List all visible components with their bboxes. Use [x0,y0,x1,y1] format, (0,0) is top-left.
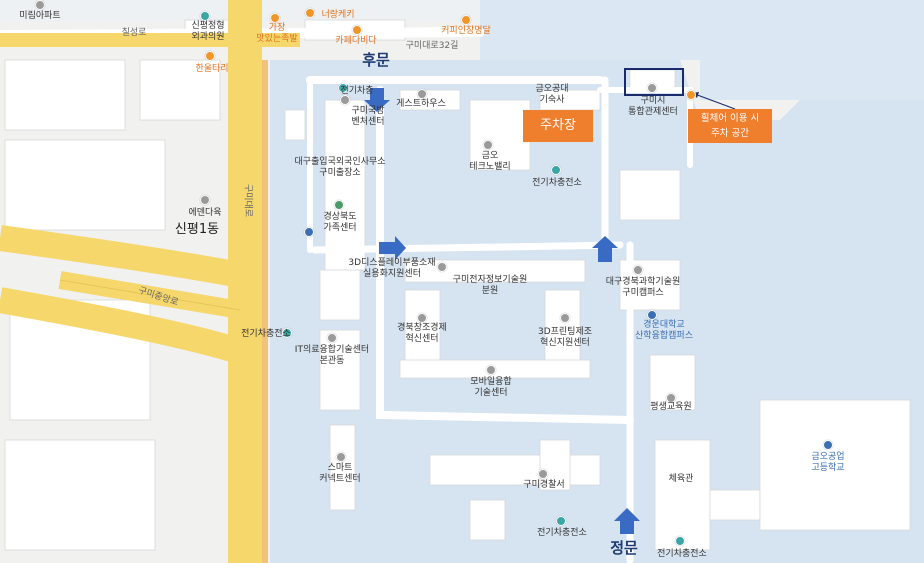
place-label: 한울타리 [195,64,229,74]
ev-charger-icon[interactable] [551,165,561,175]
school-icon[interactable] [823,440,833,450]
place-label: 체육관 [668,474,694,484]
ev-charger-icon[interactable] [338,83,348,93]
place-label: 미림아파트 [19,11,61,21]
restaurant-icon[interactable] [305,8,315,18]
place-label: 커피인장명달 [441,26,491,36]
poi-marker[interactable] [334,200,344,210]
poi-marker[interactable] [200,11,210,21]
control-center-highlight [624,68,684,96]
cafe-icon[interactable] [352,25,362,35]
ev-charger-icon[interactable] [282,328,292,338]
place-label: 전기차충전소 [532,178,582,188]
place-label: 너랑케키 [321,10,355,20]
wheelchair-callout-line1: 휠체어 이용 시 [700,113,760,124]
rear-gate-label: 후문 [362,51,390,69]
parking-icon[interactable] [304,227,314,237]
parking-callout: 주차장 [523,110,593,142]
road-label: 구미대로 [242,183,253,218]
cafe-icon[interactable] [461,15,471,25]
ev-charger-icon[interactable] [675,536,685,546]
poi-marker[interactable] [633,265,643,275]
restaurant-icon[interactable] [270,13,280,23]
poi-marker[interactable] [647,83,657,93]
poi-marker[interactable] [417,313,427,323]
place-label: 전기차충전소 [657,549,707,559]
poi-marker[interactable] [437,262,447,272]
wheelchair-parking-callout: 휠체어 이용 시 주차 공간 [688,109,772,143]
place-label: 평생교육원 [650,402,692,412]
place-label: 구미경찰서 [523,480,565,490]
restaurant-icon[interactable] [205,51,215,61]
accessible-parking-marker[interactable] [686,90,696,100]
university-icon[interactable] [647,310,657,320]
ev-charger-icon[interactable] [556,516,566,526]
poi-marker[interactable] [486,365,496,375]
main-gate-label: 정문 [610,539,638,557]
poi-marker[interactable] [417,89,427,99]
poi-marker[interactable] [666,393,676,403]
place-label: 전기차충전소 [537,528,587,538]
poi-marker[interactable] [483,140,493,150]
poi-marker[interactable] [560,313,570,323]
place-label: 카페다비다 [335,36,377,46]
road-label: 구미대로32길 [405,41,459,51]
poi-marker[interactable] [200,195,210,205]
place-label: 에덴다육 [188,208,222,218]
wheelchair-callout-line2: 주차 공간 [711,128,749,139]
poi-marker[interactable] [340,95,350,105]
district-label: 신평1동 [174,222,220,237]
poi-marker[interactable] [327,333,337,343]
poi-marker[interactable] [35,0,45,10]
place-label: 전기차충전소 [241,329,291,339]
poi-marker[interactable] [336,452,346,462]
road-label: 칠성로 [121,28,147,38]
place-label: 전기차충 [340,86,374,96]
place-label: 게스트하우스 [396,99,446,109]
poi-marker[interactable] [538,469,548,479]
